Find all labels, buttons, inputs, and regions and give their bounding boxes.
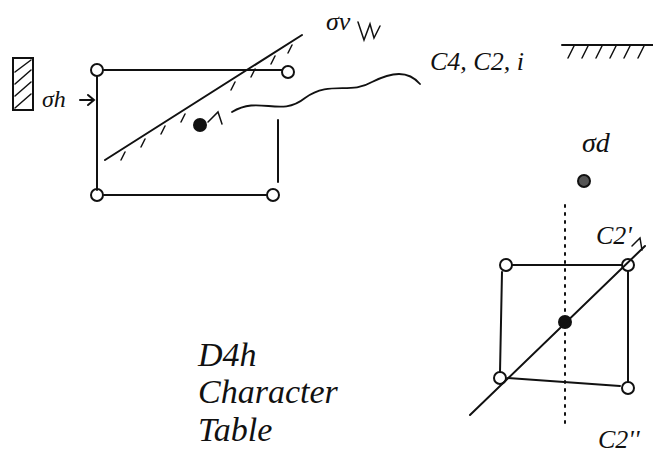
square-edge bbox=[104, 194, 266, 196]
square-edge bbox=[627, 272, 629, 382]
hatching bbox=[15, 60, 31, 108]
mirror-plane bbox=[562, 44, 653, 46]
atom-circle bbox=[500, 259, 512, 271]
square-edge bbox=[512, 264, 622, 266]
atom-circle bbox=[267, 189, 279, 201]
center-atom bbox=[194, 119, 206, 131]
hatching bbox=[121, 45, 292, 160]
axis-label: C2' bbox=[596, 222, 632, 251]
pointer-arrow bbox=[80, 95, 94, 105]
axis-mark bbox=[208, 112, 222, 124]
mirror-plane bbox=[13, 58, 33, 110]
operation-label: C4, C2, i bbox=[430, 48, 524, 77]
c2-axis bbox=[470, 246, 645, 415]
hatching bbox=[568, 46, 644, 58]
atom-circle bbox=[282, 66, 294, 78]
axis-label: C2'' bbox=[598, 426, 639, 455]
atom-circle bbox=[91, 189, 103, 201]
c2-axis bbox=[564, 205, 566, 425]
plane-label: σd bbox=[582, 128, 610, 159]
mirror-plane bbox=[105, 35, 302, 160]
atom-circle bbox=[622, 382, 634, 394]
square-edge bbox=[277, 120, 279, 182]
leader-line bbox=[232, 74, 420, 112]
scribble-dot bbox=[578, 175, 590, 187]
atom-circle bbox=[622, 259, 634, 271]
axis-arrow bbox=[632, 238, 642, 250]
plane-label: σh bbox=[42, 86, 66, 112]
square-edge bbox=[500, 272, 502, 372]
atom-circle bbox=[91, 64, 103, 76]
table-title: D4h Character Table bbox=[198, 336, 338, 448]
scribble bbox=[358, 22, 380, 40]
square-edge bbox=[96, 76, 98, 190]
plane-label: σv bbox=[326, 8, 350, 37]
